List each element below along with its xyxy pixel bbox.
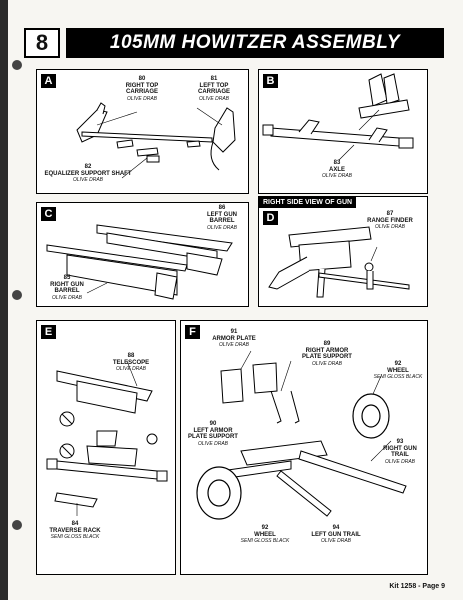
panel-letter: D bbox=[263, 211, 278, 225]
part-label-84: 84 TRAVERSE RACK SEMI GLOSS BLACK bbox=[49, 521, 101, 540]
binder-edge bbox=[0, 0, 8, 600]
part-label-88: 88 TELESCOPE OLIVE DRAB bbox=[112, 353, 150, 372]
part-label-83: 83 AXLE OLIVE DRAB bbox=[321, 160, 352, 179]
part-label-92-top: 92 WHEEL SEMI GLOSS BLACK bbox=[373, 361, 423, 380]
right-side-view-heading: RIGHT SIDE VIEW OF GUN bbox=[259, 197, 357, 208]
page-footer: Kit 1258 - Page 9 bbox=[389, 583, 445, 590]
step-title: 105MM HOWITZER ASSEMBLY bbox=[66, 28, 444, 58]
telescope-drawing bbox=[46, 360, 168, 516]
part-label-91: 91 ARMOR PLATE OLIVE DRAB bbox=[212, 329, 256, 348]
panel-c: C 86 LEFT GUN BARREL OLIVE DRAB 85 RIGHT… bbox=[36, 202, 249, 307]
wheels-and-trails-drawing bbox=[196, 350, 407, 520]
panel-a: A 80 RIGHT TOP CARRIAGE OLIVE DRAB bbox=[36, 69, 249, 194]
punch-hole bbox=[12, 290, 22, 300]
punch-hole bbox=[12, 60, 22, 70]
part-label-80: 80 RIGHT TOP CARRIAGE OLIVE DRAB bbox=[125, 76, 159, 102]
part-label-82: 82 EQUALIZER SUPPORT SHAFT OLIVE DRAB bbox=[44, 164, 132, 183]
panel-letter: A bbox=[41, 74, 56, 88]
part-label-90: 90 LEFT ARMOR PLATE SUPPORT OLIVE DRAB bbox=[188, 421, 238, 447]
part-label-87: 87 RANGE FINDER OLIVE DRAB bbox=[367, 211, 413, 230]
part-label-86: 86 LEFT GUN BARREL OLIVE DRAB bbox=[206, 205, 237, 231]
carriage-drawing bbox=[76, 102, 236, 179]
panel-letter: F bbox=[185, 325, 200, 339]
gun-barrel-drawing bbox=[46, 224, 233, 300]
panel-b: B 83 AXLE OLIVE DRAB bbox=[258, 69, 428, 194]
step-number: 8 bbox=[24, 28, 60, 58]
punch-hole bbox=[12, 520, 22, 530]
part-label-92-bottom: 92 WHEEL SEMI GLOSS BLACK bbox=[240, 525, 290, 544]
part-label-94: 94 LEFT GUN TRAIL OLIVE DRAB bbox=[311, 525, 361, 544]
panel-e: E 88 TELESCOPE bbox=[36, 320, 176, 575]
axle-drawing bbox=[262, 73, 414, 161]
panel-letter: E bbox=[41, 325, 56, 339]
part-label-81: 81 LEFT TOP CARRIAGE OLIVE DRAB bbox=[197, 76, 230, 102]
range-finder-drawing bbox=[268, 226, 410, 298]
step-header: 8 105MM HOWITZER ASSEMBLY bbox=[24, 28, 444, 58]
panel-f: F 91 bbox=[180, 320, 428, 575]
panel-d: RIGHT SIDE VIEW OF GUN D 87 RANGE FINDER… bbox=[258, 196, 428, 307]
panel-letter: B bbox=[263, 74, 278, 88]
part-label-93: 93 RIGHT GUN TRAIL OLIVE DRAB bbox=[383, 439, 417, 465]
part-label-89: 89 RIGHT ARMOR PLATE SUPPORT OLIVE DRAB bbox=[302, 341, 352, 367]
panel-letter: C bbox=[41, 207, 56, 221]
part-label-85: 85 RIGHT GUN BARREL OLIVE DRAB bbox=[50, 275, 84, 301]
